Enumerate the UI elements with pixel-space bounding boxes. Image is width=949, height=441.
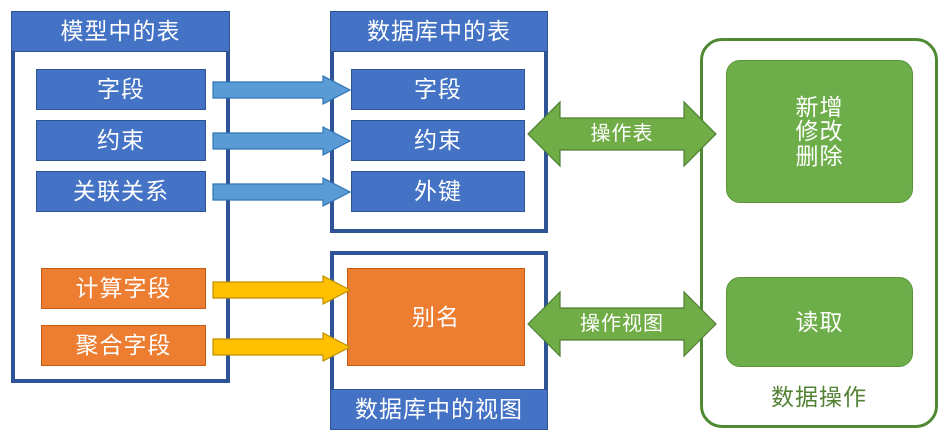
operation-write-line-2: 修改 (795, 118, 844, 145)
db-item-field[interactable]: 字段 (351, 69, 525, 110)
aggfield-to-alias-arrow (212, 332, 352, 362)
database-view-panel-title: 数据库中的视图 (330, 389, 548, 430)
constraint-mapping-arrow (212, 126, 352, 156)
model-item-field[interactable]: 字段 (36, 69, 206, 110)
field-mapping-arrow (212, 75, 352, 105)
db-item-foreign-key[interactable]: 外键 (351, 171, 525, 212)
model-item-relation[interactable]: 关联关系 (36, 171, 206, 212)
model-panel-title: 模型中的表 (11, 11, 230, 52)
db-item-constraint[interactable]: 约束 (351, 120, 525, 161)
relation-to-foreignkey-arrow (212, 177, 352, 207)
operation-write-line-3: 删除 (795, 142, 844, 169)
model-item-calculated-field[interactable]: 计算字段 (41, 268, 206, 309)
operate-view-arrow (527, 290, 717, 358)
database-table-panel-title: 数据库中的表 (330, 11, 548, 52)
operation-write-line-1: 新增 (795, 94, 844, 121)
calcfield-to-alias-arrow (212, 275, 352, 305)
data-operations-label: 数据操作 (771, 384, 867, 410)
operate-table-arrow (527, 100, 717, 168)
model-item-constraint[interactable]: 约束 (36, 120, 206, 161)
db-view-item-alias[interactable]: 别名 (347, 268, 525, 366)
operation-write-box[interactable]: 新增 修改 删除 (726, 60, 913, 203)
operation-read-box[interactable]: 读取 (726, 277, 913, 367)
model-item-aggregate-field[interactable]: 聚合字段 (41, 325, 206, 366)
